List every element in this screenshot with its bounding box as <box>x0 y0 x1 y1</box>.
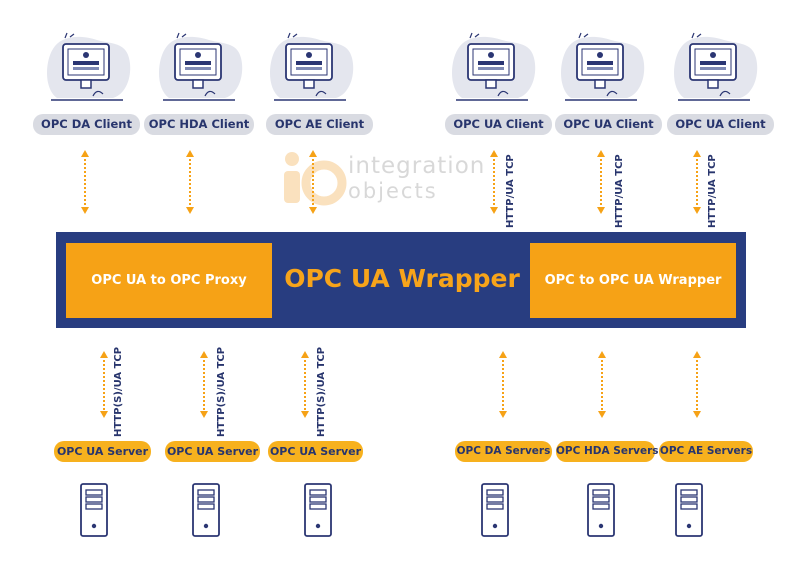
double-arrow-icon <box>693 150 701 214</box>
protocol-label: HTTP(S)/UA TCP <box>113 346 124 437</box>
double-arrow-icon <box>499 351 507 418</box>
watermark-line1: integration <box>348 153 486 179</box>
double-arrow-icon <box>301 351 309 418</box>
double-arrow-icon <box>693 351 701 418</box>
computer-monitor-icon <box>260 28 360 108</box>
server-tower-icon <box>191 482 221 542</box>
double-arrow-icon <box>597 150 605 214</box>
server-tower-icon <box>480 482 510 542</box>
server-tower-icon <box>303 482 333 542</box>
io-logo-icon <box>284 152 347 206</box>
computer-monitor-icon <box>37 28 137 108</box>
opc-to-opc-ua-wrapper-box: OPC to OPC UA Wrapper <box>530 243 736 318</box>
server-tower-icon <box>674 482 704 542</box>
server-label: OPC UA Server <box>54 441 151 462</box>
protocol-label: HTTP/UA TCP <box>707 154 718 228</box>
opc-ua-to-opc-proxy-box: OPC UA to OPC Proxy <box>66 243 272 318</box>
protocol-label: HTTP/UA TCP <box>505 154 516 228</box>
client-label: OPC AE Client <box>266 114 373 135</box>
client-label: OPC HDA Client <box>144 114 254 135</box>
double-arrow-icon <box>186 150 194 214</box>
server-label: OPC DA Servers <box>455 441 552 462</box>
watermark-line2: objects <box>348 179 438 203</box>
protocol-label: HTTP(S)/UA TCP <box>316 346 327 437</box>
protocol-label: HTTP/UA TCP <box>614 154 625 228</box>
server-label: OPC AE Servers <box>659 441 753 462</box>
double-arrow-icon <box>81 150 89 214</box>
server-tower-icon <box>79 482 109 542</box>
double-arrow-icon <box>598 351 606 418</box>
server-tower-icon <box>586 482 616 542</box>
client-label: OPC DA Client <box>33 114 140 135</box>
computer-monitor-icon <box>442 28 542 108</box>
computer-monitor-icon <box>551 28 651 108</box>
double-arrow-icon <box>200 351 208 418</box>
wrapper-title: OPC UA Wrapper <box>284 264 520 293</box>
server-label: OPC HDA Servers <box>556 441 659 462</box>
double-arrow-icon <box>309 150 317 214</box>
double-arrow-icon <box>100 351 108 418</box>
client-label: OPC UA Client <box>667 114 774 135</box>
client-label: OPC UA Client <box>445 114 552 135</box>
server-label: OPC UA Server <box>165 441 260 462</box>
computer-monitor-icon <box>149 28 249 108</box>
client-label: OPC UA Client <box>555 114 662 135</box>
server-label: OPC UA Server <box>268 441 363 462</box>
protocol-label: HTTP(S)/UA TCP <box>216 346 227 437</box>
double-arrow-icon <box>490 150 498 214</box>
computer-monitor-icon <box>664 28 764 108</box>
